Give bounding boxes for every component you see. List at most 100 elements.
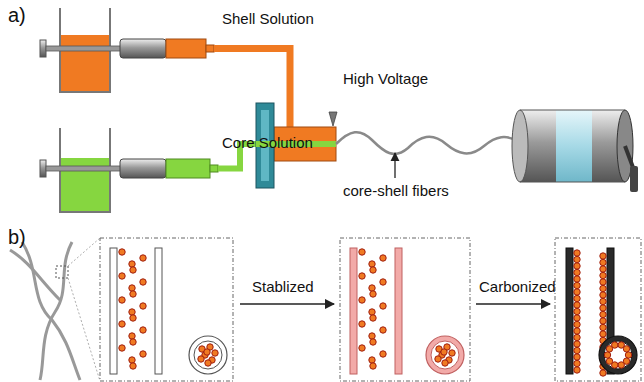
drawing-part — [604, 352, 610, 358]
drawing-part — [198, 356, 204, 362]
drawing-part — [599, 336, 637, 374]
panel-frame — [100, 238, 233, 381]
drawing-part — [129, 309, 135, 315]
drawing-part — [630, 166, 638, 192]
drawing-part — [350, 248, 357, 374]
drawing-part — [574, 328, 580, 334]
drawing-part — [600, 253, 606, 259]
drawing-part — [40, 160, 46, 177]
drawing-part — [574, 295, 580, 301]
drawing-part — [369, 357, 375, 363]
fiber-jet — [336, 132, 520, 154]
drawing-part — [369, 261, 375, 267]
drawing-part — [574, 334, 580, 340]
drawing-part — [600, 266, 606, 272]
drawing-part — [189, 336, 227, 374]
drawing-part — [210, 165, 218, 172]
drawing-part — [130, 267, 136, 273]
drawing-part — [110, 248, 117, 374]
pointer-arrow — [394, 153, 395, 178]
drawing-part — [600, 311, 606, 317]
drawing-part — [574, 250, 580, 256]
drawing-part — [380, 327, 386, 333]
drawing-part — [40, 40, 46, 57]
drawing-part — [600, 259, 606, 265]
drawing-part — [574, 354, 580, 360]
drawing-part — [140, 255, 146, 261]
drawing-part — [205, 360, 211, 366]
drawing-part — [119, 345, 125, 351]
drawing-part — [600, 318, 606, 324]
drawing-part — [119, 249, 125, 255]
drawing-part — [574, 347, 580, 353]
drawing-part — [369, 333, 375, 339]
drawing-part — [426, 336, 464, 374]
drawing-part — [155, 248, 162, 374]
label-text: Shell Solution — [222, 10, 314, 27]
drawing-part — [625, 352, 631, 358]
drawing-part — [520, 110, 625, 182]
process-arrow — [240, 303, 334, 305]
drawing-part — [130, 339, 136, 345]
drawing-part — [46, 166, 122, 171]
drawing-part — [574, 256, 580, 262]
drawing-part — [395, 248, 402, 374]
drawing-part — [206, 45, 214, 52]
drawing-part — [574, 269, 580, 275]
shell-syringe — [40, 39, 290, 128]
drawing-part — [329, 112, 337, 126]
drawing-part — [574, 315, 580, 321]
drawing-part — [600, 324, 606, 330]
drawing-part — [449, 350, 455, 356]
drawing-part — [574, 282, 580, 288]
drawing-part — [204, 349, 210, 355]
drawing-part — [194, 341, 222, 369]
drawing-part — [600, 292, 606, 298]
drawing-part — [431, 341, 459, 369]
drawing-part — [359, 297, 365, 303]
drawing-part — [120, 39, 166, 58]
drawing-part — [370, 291, 376, 297]
drawing-part — [604, 341, 632, 369]
drawing-part — [129, 357, 135, 363]
drawing-part — [380, 303, 386, 309]
drawing-part — [612, 342, 618, 348]
label-text: b) — [8, 226, 26, 249]
drawing-part — [435, 356, 441, 362]
drawing-part — [369, 285, 375, 291]
drawing-part — [370, 315, 376, 321]
drawing-part — [129, 285, 135, 291]
drawing-part — [40, 242, 72, 380]
label-text: a) — [8, 4, 26, 27]
drawing-part — [556, 110, 592, 182]
drawing-part — [212, 350, 218, 356]
drawing-part — [600, 298, 606, 304]
drawing-part — [119, 273, 125, 279]
drawing-part — [442, 360, 448, 366]
drawing-part — [574, 308, 580, 314]
drawing-part — [129, 261, 135, 267]
drawing-part — [600, 279, 606, 285]
drawing-part — [606, 358, 612, 364]
label-text: Stablized — [252, 278, 314, 295]
panel-frame — [555, 238, 641, 381]
fiber-sketch — [10, 242, 80, 380]
drawing-part — [380, 255, 386, 261]
drawing-part — [574, 341, 580, 347]
drawing-part — [600, 272, 606, 278]
drawing-part — [574, 302, 580, 308]
drawing-part — [130, 315, 136, 321]
drawing-part — [46, 46, 122, 51]
fiber-sections — [110, 248, 637, 376]
drawing-part — [214, 49, 290, 129]
label-text: High Voltage — [343, 70, 428, 87]
drawing-part — [120, 159, 166, 178]
drawing-part — [600, 370, 606, 376]
drawing-part — [574, 360, 580, 366]
label-text: Carbonized — [479, 278, 556, 295]
drawing-part — [119, 297, 125, 303]
drawing-part — [574, 367, 580, 373]
drawing-part — [359, 345, 365, 351]
